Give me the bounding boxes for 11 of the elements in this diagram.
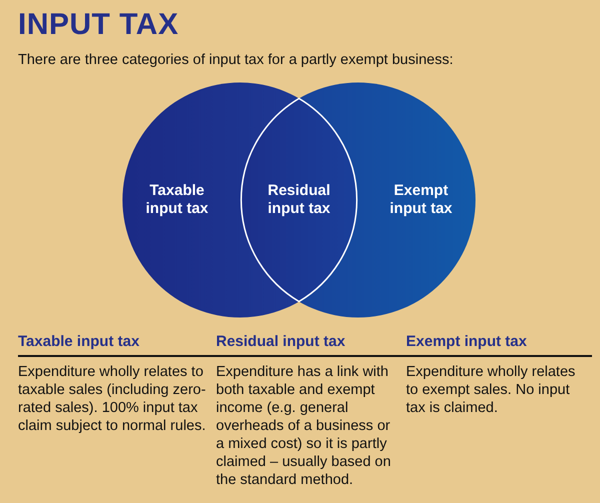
subtitle: There are three categories of input tax for a partly exempt business: [18, 52, 454, 68]
column-header: Exempt input tax [406, 333, 527, 350]
column-header: Residual input tax [216, 333, 346, 350]
table-cell-text: Expenditure wholly relates to exempt sales. No input tax is claimed. [406, 363, 576, 417]
table-cell-text: Expenditure has a link with both taxable and exempt income (e.g. general overheads of a business or a mixed cost) so it is partly claimed – usually based on the standard method. [216, 363, 392, 489]
venn-label: Exempt input tax [388, 182, 454, 218]
title: INPUT TAX [18, 8, 179, 42]
column-header: Taxable input tax [18, 333, 140, 350]
venn-label: Residual input tax [266, 182, 332, 218]
venn-label: Taxable input tax [144, 182, 210, 218]
table-cell-text: Expenditure wholly relates to taxable sales (including zero-rated sales). 100% input tax claim subject to normal rules. [18, 363, 207, 435]
